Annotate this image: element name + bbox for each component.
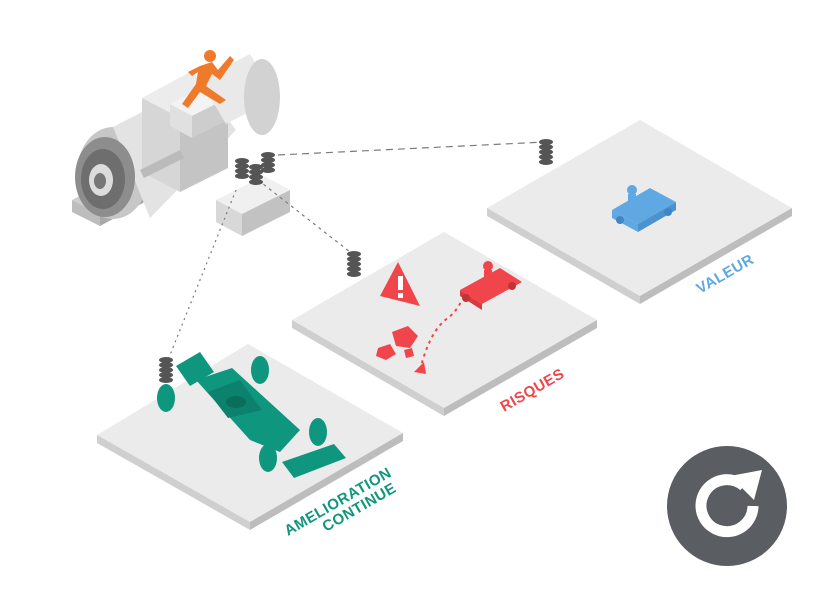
running-figure-logo-icon xyxy=(182,50,234,108)
refresh-icon xyxy=(695,470,762,538)
platform-valeur xyxy=(487,120,792,304)
warning-triangle-icon xyxy=(380,262,420,306)
platform-amelioration xyxy=(97,344,403,530)
coin-stack-icon xyxy=(539,139,553,165)
race-car-icon xyxy=(157,352,346,478)
engine-machine-icon xyxy=(72,54,290,236)
coin-stack-icon xyxy=(159,357,173,383)
go-kart-icon xyxy=(460,261,522,310)
connector-lines xyxy=(167,141,546,361)
rocks-icon xyxy=(376,326,418,360)
coin-stack-icon xyxy=(347,251,361,277)
limousine-icon xyxy=(612,185,676,232)
refresh-button[interactable] xyxy=(667,446,787,566)
platform-risques xyxy=(292,232,597,416)
